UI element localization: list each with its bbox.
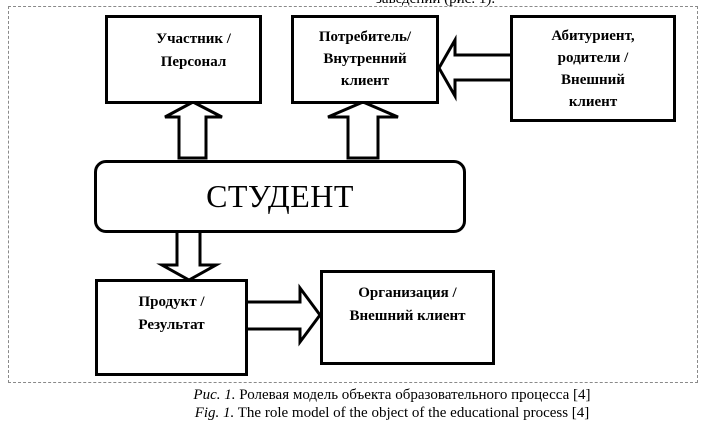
node-label-line: клиент: [340, 73, 390, 89]
arrow-applicant-to-consumer: [437, 34, 514, 102]
node-label-line: Абитуриент,: [551, 28, 635, 44]
caption-en-prefix: Fig. 1.: [194, 405, 235, 421]
node-label-line: родители /: [557, 50, 629, 66]
arrow-student-to-participant: [164, 100, 223, 160]
node-label-line: Внутренний: [323, 51, 407, 67]
caption-english: Fig. 1. The role model of the object of …: [36, 405, 712, 422]
student-label: СТУДЕНТ: [206, 178, 354, 214]
caption-en-text: The role model of the object of the educ…: [234, 405, 590, 421]
arrow-student-to-consumer: [327, 100, 399, 160]
node-product: Продукт / Результат: [95, 279, 248, 376]
node-label-line: Персонал: [160, 54, 227, 70]
preceding-text-fragment: заведений (рис. 1).: [376, 0, 495, 8]
node-student: СТУДЕНТ: [94, 160, 466, 233]
node-participant: Участник / Персонал: [105, 15, 262, 104]
node-label-line: Продукт /: [138, 294, 205, 310]
arrow-product-to-organization: [243, 283, 322, 347]
node-label-line: Потребитель/: [318, 29, 412, 45]
node-label-line: Участник /: [156, 31, 231, 47]
node-label-line: Результат: [138, 317, 205, 333]
node-label-line: Внешний клиент: [349, 308, 466, 324]
node-label-line: Внешний: [561, 72, 625, 88]
node-label-line: клиент: [568, 94, 618, 110]
node-label-line: Организация /: [358, 285, 457, 301]
caption-ru-text: Ролевая модель объекта образовательного …: [235, 387, 591, 403]
figure-frame: [8, 6, 698, 383]
caption-russian: Рис. 1. Ролевая модель объекта образоват…: [36, 387, 712, 404]
arrow-student-to-product: [156, 229, 222, 282]
node-consumer: Потребитель/ Внутренний клиент: [291, 15, 439, 104]
node-applicant: Абитуриент, родители / Внешний клиент: [510, 15, 676, 122]
node-organization: Организация / Внешний клиент: [320, 270, 495, 365]
caption-ru-prefix: Рис. 1.: [193, 387, 236, 403]
